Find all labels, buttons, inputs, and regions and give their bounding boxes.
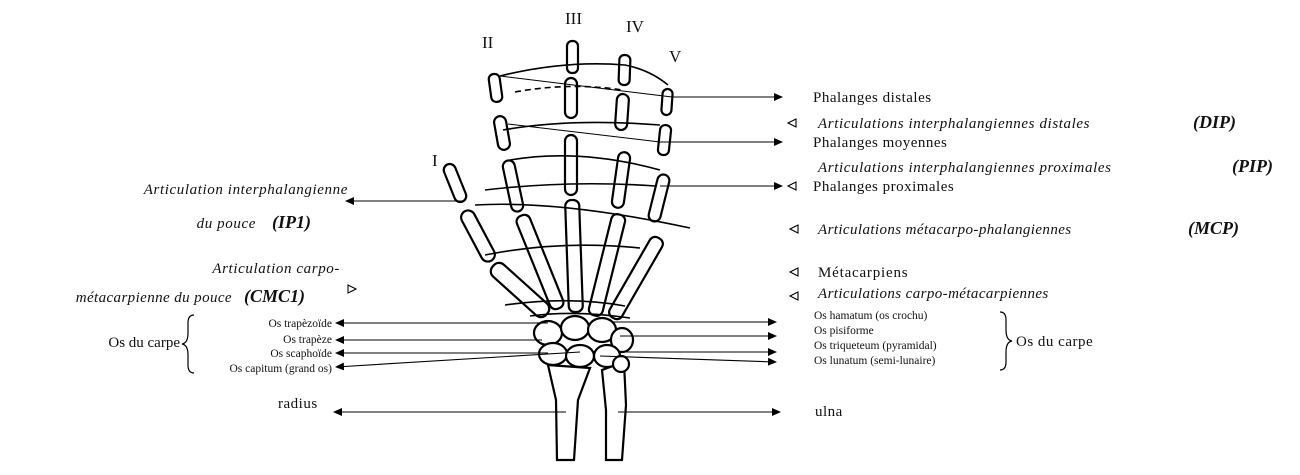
label-os-du-carpe-left: Os du carpe: [108, 335, 180, 351]
finger-label-1: I: [432, 151, 438, 170]
finger-4-bones: [588, 55, 631, 317]
right-brace: [1000, 312, 1012, 370]
label-metacarpiens: Métacarpiens: [818, 265, 908, 281]
label-mcp-abbr: (MCP): [1188, 218, 1239, 239]
label-dip: Articulations interphalangiennes distale…: [817, 116, 1090, 132]
finger-label-4: IV: [626, 17, 645, 36]
carpal-right-3: Os lunatum (semi-lunaire): [814, 355, 936, 367]
label-pip: Articulations interphalangiennes proxima…: [817, 160, 1112, 176]
label-radius: radius: [278, 396, 318, 412]
carpal-right-2: Os triqueteum (pyramidal): [814, 340, 937, 352]
label-ulna: ulna: [815, 404, 843, 420]
finger-label-2: II: [482, 33, 494, 52]
finger-3-bones: [565, 41, 583, 312]
finger-label-5: V: [669, 47, 682, 66]
label-pip-abbr: (PIP): [1232, 156, 1273, 177]
label-ip1-line1: Articulation interphalangienne: [143, 182, 348, 198]
left-brace: [182, 315, 194, 373]
label-phalanges-moyennes: Phalanges moyennes: [813, 135, 947, 151]
label-os-du-carpe-right: Os du carpe: [1016, 334, 1093, 350]
left-pointer-lines: [346, 201, 465, 293]
label-phalanges-proximales: Phalanges proximales: [813, 179, 954, 195]
label-cmc1-line2: métacarpienne du pouce: [76, 290, 232, 306]
carpal-left-1: Os trapèze: [283, 334, 332, 346]
label-ip1-line2: du pouce: [197, 216, 256, 232]
label-phalanges-distales: Phalanges distales: [813, 90, 932, 106]
label-cmc1-abbr: (CMC1): [244, 286, 305, 307]
carpal-right-1: Os pisiforme: [814, 325, 874, 337]
label-ip1-abbr: (IP1): [272, 212, 311, 233]
carpal-right-0: Os hamatum (os crochu): [814, 310, 928, 322]
label-cmc1-line1: Articulation carpo-: [211, 261, 340, 277]
label-cmc: Articulations carpo-métacarpiennes: [817, 286, 1049, 302]
label-mcp: Articulations métacarpo-phalangiennes: [817, 222, 1072, 238]
carpal-left-3: Os capitum (grand os): [229, 363, 332, 375]
finger-label-3: III: [565, 9, 582, 28]
ulna-bone: [602, 362, 626, 460]
label-dip-abbr: (DIP): [1193, 112, 1236, 133]
carpal-left-2: Os scaphoïde: [270, 348, 332, 360]
carpal-bones: [534, 316, 633, 372]
carpal-left-0: Os trapèzoïde: [268, 318, 332, 330]
